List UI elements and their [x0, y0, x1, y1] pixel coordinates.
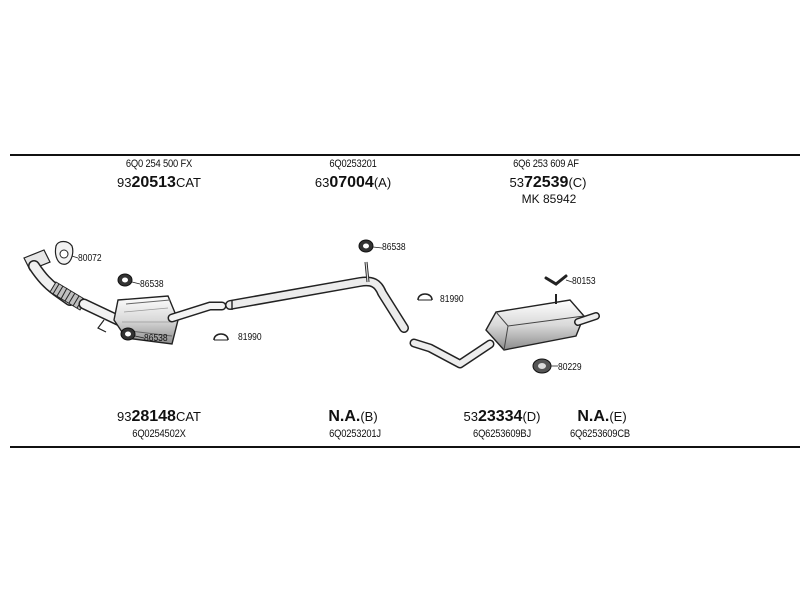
oe-number-muffler-top: 6Q6 253 609 AF: [513, 158, 579, 170]
callout-clamp-middle[interactable]: 86538: [382, 242, 406, 253]
oe-number-pipe-bottom: 6Q0253201J: [329, 428, 381, 440]
oe-number-muffler-d: 6Q6253609BJ: [473, 428, 531, 440]
bottom-divider: [10, 446, 800, 448]
part-number-muffler-d[interactable]: 5323334(D): [463, 408, 541, 425]
oe-number-catalyst-top: 6Q0 254 500 FX: [125, 158, 193, 170]
clamp-middle[interactable]: [358, 239, 374, 253]
leader-lines: [71, 246, 573, 367]
callout-clamp-upper-left[interactable]: 86538: [140, 279, 164, 290]
mount-right[interactable]: [532, 358, 552, 374]
oe-number-pipe-top: 6Q0253201: [329, 158, 377, 170]
callout-gasket-front[interactable]: 80072: [78, 253, 102, 264]
middle-pipe[interactable]: [225, 261, 409, 333]
mounting-kit-number[interactable]: MK 85942: [521, 192, 577, 206]
part-number-pipe-top[interactable]: 6307004(A): [314, 174, 392, 191]
oe-number-catalyst-bottom: 6Q0254502X: [132, 428, 186, 440]
hanger-right[interactable]: [544, 274, 568, 286]
part-number-catalyst-bottom[interactable]: 9328148CAT: [116, 408, 202, 425]
callout-ring-middle[interactable]: 81990: [238, 332, 262, 343]
ring-middle[interactable]: [213, 333, 229, 341]
part-number-catalyst-top[interactable]: 9320513CAT: [116, 174, 202, 191]
clamp-lower-left[interactable]: [120, 327, 136, 341]
callout-ring-right[interactable]: 81990: [440, 294, 464, 305]
oe-number-muffler-e: 6Q6253609CB: [569, 428, 631, 440]
ring-right[interactable]: [417, 293, 433, 301]
rear-muffler-assembly[interactable]: [409, 294, 600, 369]
callout-hanger-right[interactable]: 80153: [572, 276, 596, 287]
part-number-muffler-e[interactable]: N.A.(E): [577, 408, 627, 425]
callout-mount-right[interactable]: 80229: [558, 362, 582, 373]
part-number-pipe-bottom[interactable]: N.A.(B): [328, 408, 378, 425]
top-divider: [10, 154, 800, 156]
gasket-front[interactable]: [54, 240, 74, 265]
part-number-muffler-top[interactable]: 5372539(C): [509, 174, 587, 191]
callout-clamp-lower-left[interactable]: 86538: [144, 333, 168, 344]
clamp-upper-left[interactable]: [117, 273, 133, 287]
